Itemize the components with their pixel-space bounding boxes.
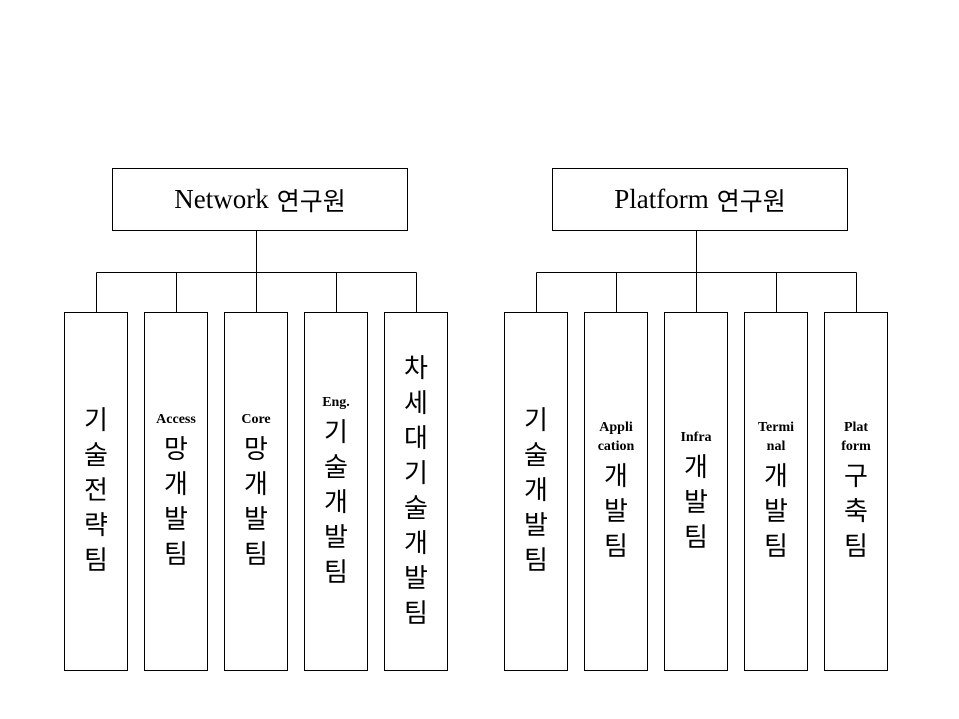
team-box-network-3: Core 망개발팀	[224, 312, 288, 671]
team-name: 망개발팀	[164, 435, 188, 570]
team-name: 차세대기술개발팀	[404, 353, 428, 629]
team-box-platform-3: Infra 개발팀	[664, 312, 728, 671]
team-box-platform-5: Plat form 구축팀	[824, 312, 888, 671]
team-box-platform-1: 기술개발팀	[504, 312, 568, 671]
team-box-network-4: Eng. 기술개발팀	[304, 312, 368, 671]
team-label: Eng.	[322, 394, 350, 410]
team-label: Core	[241, 412, 271, 427]
network-root-box: Network 연구원	[112, 168, 408, 231]
team-name: 기술전략팀	[84, 406, 108, 576]
team-label: Access	[156, 412, 196, 427]
team-box-platform-4: Termi nal 개발팀	[744, 312, 808, 671]
team-label: Termi nal	[757, 420, 795, 454]
team-box-network-2: Access 망개발팀	[144, 312, 208, 671]
platform-root-subtitle: 연구원	[716, 186, 786, 216]
team-name: 망개발팀	[244, 435, 268, 570]
team-name: 기술개발팀	[524, 406, 548, 576]
network-root-subtitle: 연구원	[276, 186, 346, 216]
team-name: 구축팀	[844, 462, 868, 562]
network-root-title: Network	[174, 184, 269, 214]
platform-root-title: Platform	[614, 184, 709, 214]
team-label: Appli cation	[597, 420, 635, 454]
team-name: 기술개발팀	[324, 417, 348, 588]
team-label: Plat form	[841, 420, 871, 454]
team-box-network-1: 기술전략팀	[64, 312, 128, 671]
team-name: 개발팀	[604, 462, 628, 562]
team-name: 개발팀	[764, 462, 788, 562]
team-box-platform-2: Appli cation 개발팀	[584, 312, 648, 671]
platform-root-box: Platform 연구원	[552, 168, 848, 231]
team-box-network-5: 차세대기술개발팀	[384, 312, 448, 671]
team-label: Infra	[680, 429, 712, 445]
team-name: 개발팀	[684, 452, 708, 553]
